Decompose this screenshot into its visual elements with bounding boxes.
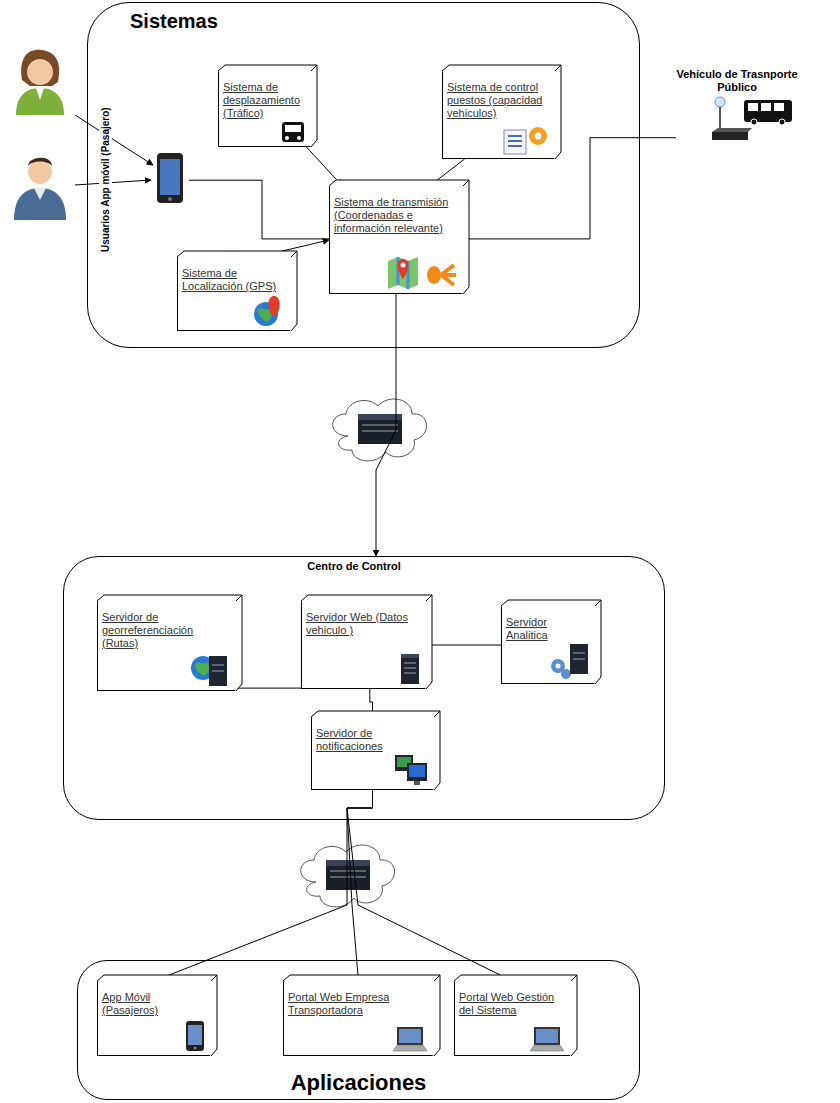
system-box: Sistema de desplazamiento (Tráfico) — [218, 71, 311, 147]
system-box: Sistema de Localización (GPS) — [177, 257, 291, 331]
mobile-user: Usuarios App móvil (Pasajero) — [97, 85, 189, 255]
app-box: App Móvil (Pasajeros) — [97, 981, 211, 1056]
box-label: Portal Web Empresa Transportadora — [288, 991, 429, 1017]
box-label: Servidor de notificaciones — [316, 727, 429, 753]
connector — [347, 790, 373, 981]
server-box: Servidor Web (Datos vehiculo ) — [301, 601, 426, 689]
connector — [426, 645, 501, 646]
user-figure — [16, 50, 64, 115]
vehicle-label: Vehículo de Trasnporte Público — [676, 68, 798, 94]
box-label: Servidor Web (Datos vehiculo ) — [306, 611, 421, 637]
node-icon — [504, 124, 548, 154]
group-title: Sistemas — [130, 10, 218, 33]
applications-group: Aplicaciones App Móvil (Pasajeros) Portal … — [77, 960, 640, 1100]
node-icon — [401, 654, 419, 684]
connector — [154, 790, 373, 981]
box-label: Sistema de Localización (GPS) — [182, 267, 286, 293]
node-icon — [191, 652, 229, 686]
node-icon — [388, 255, 456, 289]
network-cloud — [301, 845, 395, 907]
connector — [189, 180, 329, 239]
node-icon — [550, 644, 588, 679]
vertical-label: Usuarios App móvil (Pasajero) — [99, 106, 112, 253]
node-icon — [530, 1027, 564, 1051]
node-icon — [393, 1027, 427, 1051]
node-icon — [712, 96, 794, 140]
box-label: Servidor de georreferenciación (Rutas) — [102, 611, 231, 650]
control-center: Centro de ControlServidor de georreferen… — [63, 556, 665, 820]
server-box: Servidor de georreferenciación (Rutas) — [97, 601, 236, 691]
server-box: Servidor de notificaciones — [311, 717, 434, 790]
vehicle-node: Vehículo de Trasnporte Público — [676, 68, 798, 150]
node-icon — [395, 755, 427, 785]
box-label: Portal Web Gestión del Sistema — [459, 991, 566, 1017]
system-box: Sistema de control puestos (capacidad ve… — [442, 71, 555, 159]
box-label: Sistema de control puestos (capacidad ve… — [447, 81, 550, 120]
group-title: Centro de Control — [54, 560, 654, 572]
server-box: Servidor Analitica — [501, 606, 595, 684]
connector — [347, 790, 513, 981]
node-icon — [186, 1021, 204, 1051]
app-box: Portal Web Gestión del Sistema — [454, 981, 571, 1056]
group-title: Aplicaciones — [78, 1070, 639, 1096]
system-group: SistemasSistema de desplazamiento (Tráfi… — [87, 2, 640, 348]
box-label: App Móvil (Pasajeros) — [102, 991, 206, 1017]
connector — [376, 294, 396, 556]
box-label: Sistema de desplazamiento (Tráfico) — [223, 81, 306, 120]
app-box: Portal Web Empresa Transportadora — [283, 981, 434, 1056]
system-box: Sistema de transmisión (Coordenadas e in… — [329, 186, 463, 294]
node-icon — [254, 296, 284, 326]
box-label: Servidor Analitica — [506, 616, 590, 642]
box-label: Sistema de transmisión (Coordenadas e in… — [334, 196, 458, 235]
user-figure — [14, 158, 66, 220]
node-icon — [282, 122, 304, 142]
node-icon — [157, 153, 183, 203]
network-cloud — [333, 399, 427, 461]
